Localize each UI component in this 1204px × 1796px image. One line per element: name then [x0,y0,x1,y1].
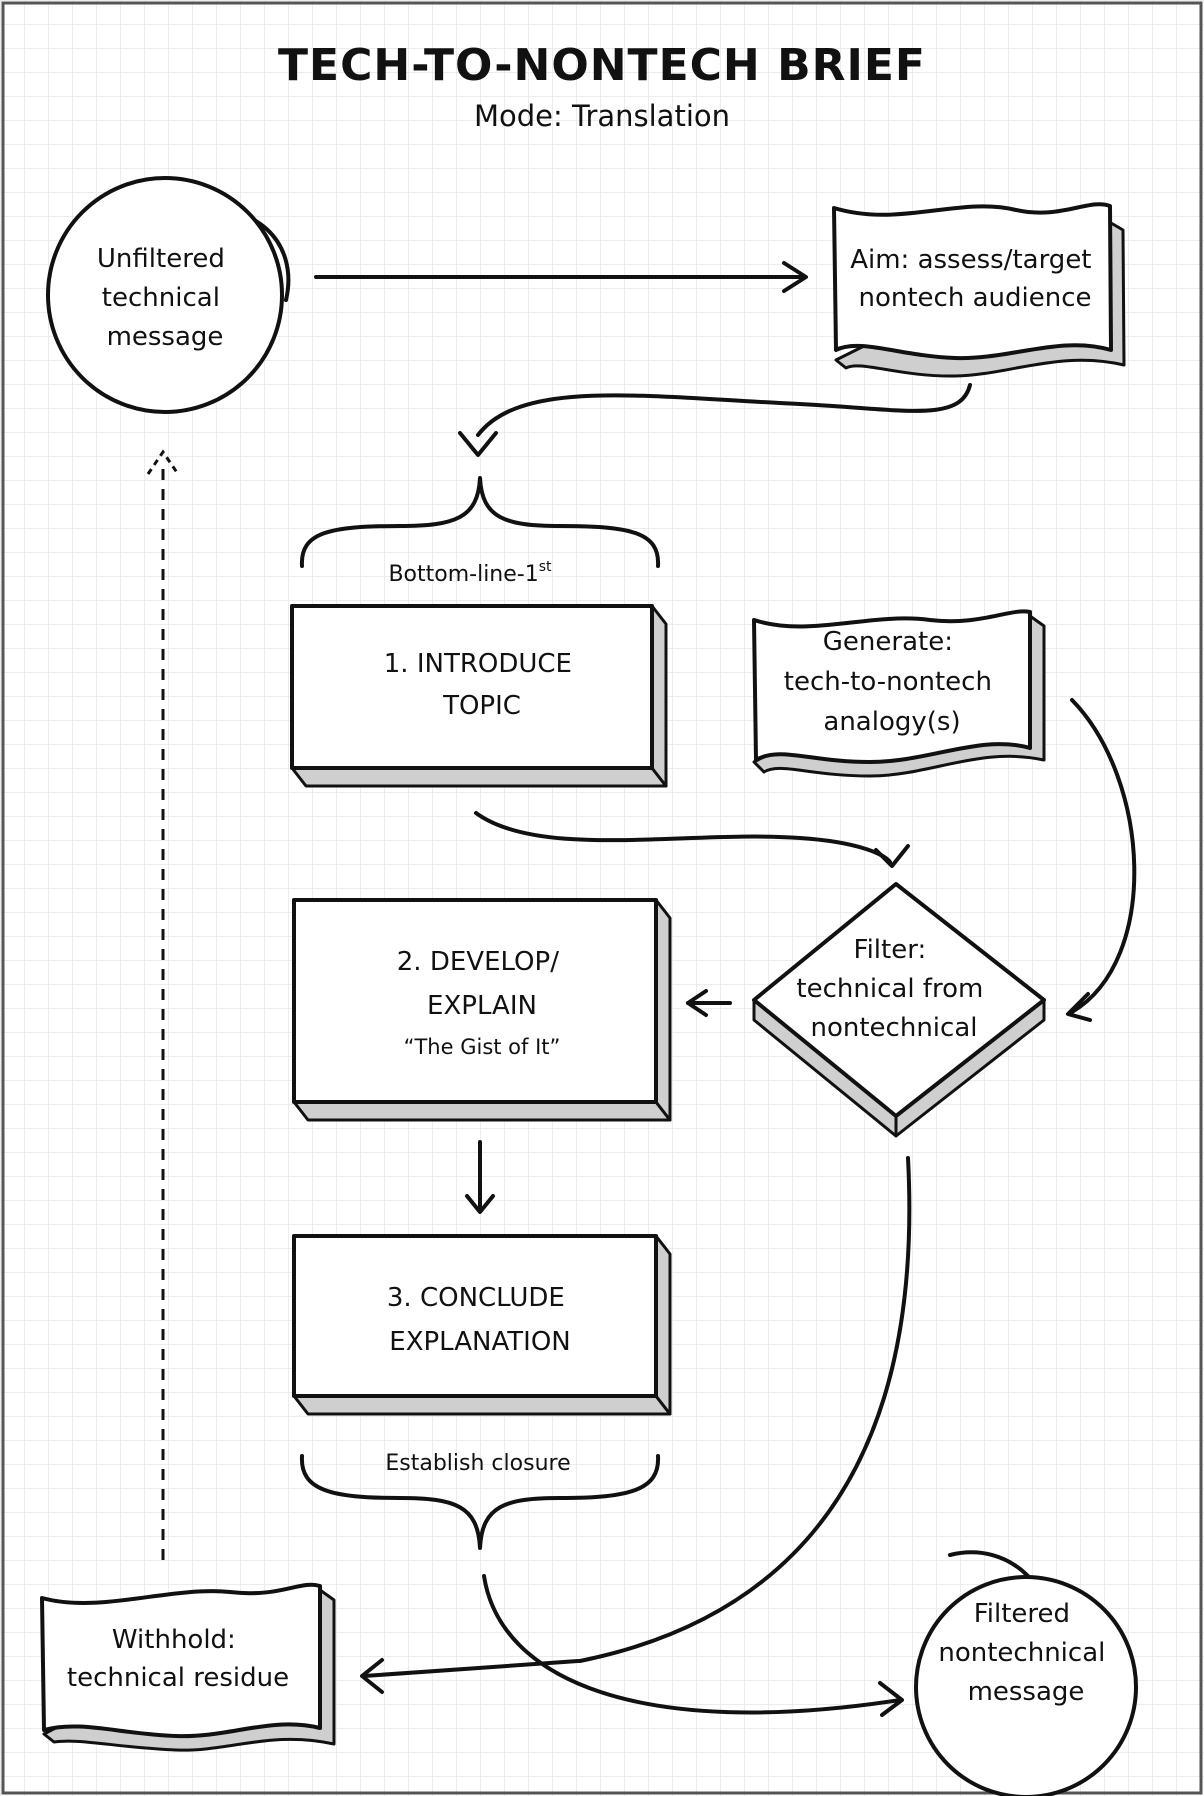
step-3-conclude-explanation[interactable]: 3. CONCLUDE EXPLANATION [292,1234,672,1416]
node-label: 1. INTRODUCE TOPIC [384,649,581,721]
node-withhold-residue[interactable]: Withhold: technical residue [40,1582,336,1752]
node-aim[interactable]: Aim: assess/target nontech audience [832,202,1126,378]
arrow-step2-to-step3 [465,1140,495,1214]
arrow-generate-to-filter [1066,698,1137,1022]
node-filter-decision[interactable]: Filter: technical from nontechnical [752,882,1046,1138]
node-label: Filter: technical from nontechnical [796,935,991,1043]
arrow-aim-to-brace [458,383,972,457]
node-generate-analogy[interactable]: Generate: tech-to-nontech analogy(s) [752,609,1046,778]
brace-establish-closure: Establish closure [299,1451,661,1550]
node-label: Withhold: technical residue [67,1625,289,1693]
node-unfiltered-message[interactable]: Unfiltered technical message [46,176,291,414]
step-2-note: “The Gist of It” [404,1035,561,1059]
svg-text:Bottom-line-1st: Bottom-line-1st [388,559,552,587]
node-label: Unfiltered technical message [97,244,233,352]
node-label: Generate: tech-to-nontech analogy(s) [784,627,1000,737]
step-1-introduce-topic[interactable]: 1. INTRODUCE TOPIC [290,604,668,788]
brace-bottom-line-first: Bottom-line-1st [299,476,661,587]
node-filtered-message[interactable]: Filtered nontechnical message [914,1550,1138,1796]
step-2-develop-explain[interactable]: 2. DEVELOP/ EXPLAIN “The Gist of It” [292,898,672,1122]
page-subtitle: Mode: Translation [474,99,730,133]
arrow-step1-to-filter [474,811,910,868]
svg-text:Establish closure: Establish closure [385,1451,570,1476]
page-title: TECH-TO-NONTECH BRIEF [278,40,926,91]
node-label: 3. CONCLUDE EXPLANATION [387,1283,573,1357]
arrow-withhold-to-start [146,449,180,1560]
node-label: Filtered nontechnical message [938,1599,1113,1707]
node-label: Aim: assess/target nontech audience [850,245,1100,313]
arrow-brace-to-end [482,1574,904,1717]
arrow-start-to-aim [314,261,808,293]
arrow-filter-to-step2 [686,989,732,1017]
node-label: 2. DEVELOP/ EXPLAIN [397,947,567,1021]
